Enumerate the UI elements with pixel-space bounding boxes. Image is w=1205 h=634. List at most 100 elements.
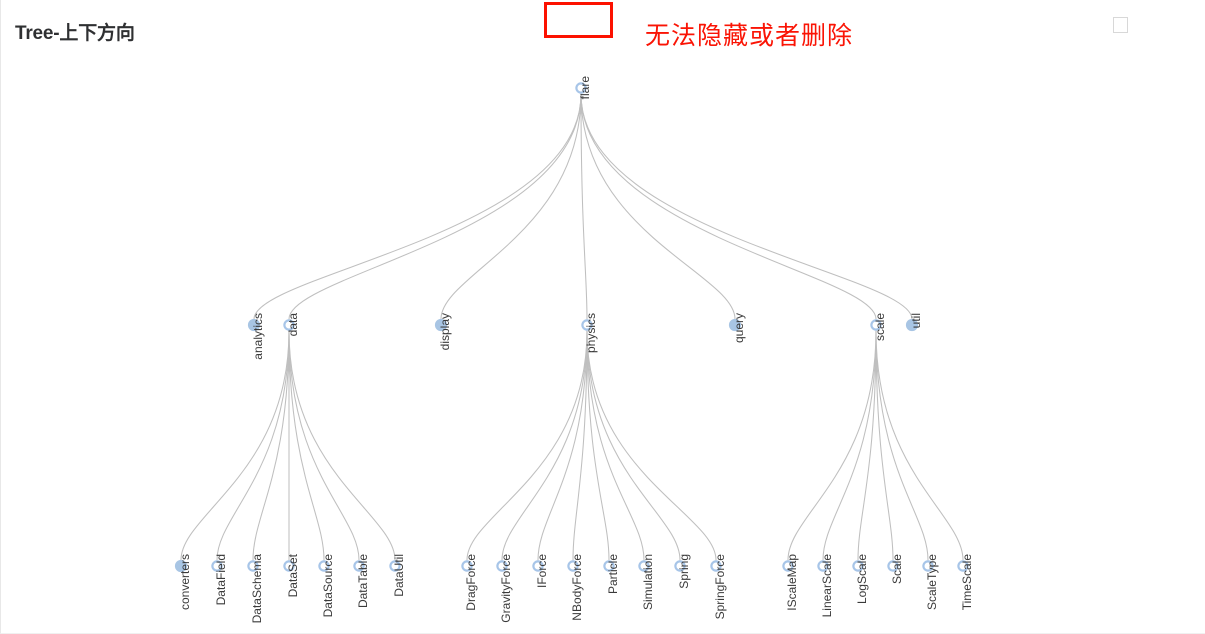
node-label: Simulation xyxy=(641,554,655,610)
node-label: DataSet xyxy=(286,553,300,597)
node-label: util xyxy=(909,313,923,328)
tree-node-DataSource[interactable]: DataSource xyxy=(318,554,335,618)
node-label: LinearScale xyxy=(820,554,834,618)
node-label: scale xyxy=(873,313,887,341)
node-dot-expanded[interactable] xyxy=(567,560,579,572)
node-dot-expanded[interactable] xyxy=(353,560,365,572)
tree-node-physics[interactable]: physics xyxy=(581,313,598,353)
tree-node-Scale[interactable]: Scale xyxy=(887,554,904,584)
tree-node-IForce[interactable]: IForce xyxy=(532,554,549,588)
tree-node-DataUtil[interactable]: DataUtil xyxy=(389,554,406,597)
tree-link xyxy=(857,330,877,561)
tree-node-data[interactable]: data xyxy=(283,313,300,337)
tree-link xyxy=(180,330,290,561)
node-label: LogScale xyxy=(855,554,869,604)
tree-link xyxy=(288,330,325,561)
node-dot-expanded[interactable] xyxy=(603,560,615,572)
node-label: query xyxy=(732,313,746,343)
tree-node-TimeScale[interactable]: TimeScale xyxy=(957,554,974,611)
node-dot-expanded[interactable] xyxy=(283,560,295,572)
tree-link xyxy=(440,93,582,320)
tree-link xyxy=(586,330,681,561)
tree-node-DataTable[interactable]: DataTable xyxy=(353,554,370,608)
node-dot-expanded[interactable] xyxy=(957,560,969,572)
tree-link xyxy=(875,330,929,561)
node-dot-expanded[interactable] xyxy=(283,319,295,331)
node-label: display xyxy=(438,313,452,350)
tree-link xyxy=(572,330,588,561)
node-label: Spring xyxy=(677,554,691,589)
tree-link xyxy=(875,330,894,561)
tree-node-NBodyForce[interactable]: NBodyForce xyxy=(567,554,584,621)
node-dot-expanded[interactable] xyxy=(922,560,934,572)
node-label: Scale xyxy=(890,554,904,584)
node-dot-collapsed[interactable] xyxy=(174,559,188,573)
node-dot-expanded[interactable] xyxy=(638,560,650,572)
node-dot-expanded[interactable] xyxy=(581,319,593,331)
tree-node-Spring[interactable]: Spring xyxy=(674,554,691,589)
tree-node-GravityForce[interactable]: GravityForce xyxy=(496,554,513,623)
tree-node-DataSchema[interactable]: DataSchema xyxy=(247,554,264,624)
tree-node-DataField[interactable]: DataField xyxy=(211,554,228,605)
tree-node-converters[interactable]: converters xyxy=(174,554,192,610)
tree-link xyxy=(288,330,360,561)
node-label: DragForce xyxy=(464,554,478,611)
node-label: TimeScale xyxy=(960,554,974,611)
tree-link xyxy=(537,330,588,561)
tree-node-LogScale[interactable]: LogScale xyxy=(852,554,869,604)
tree-node-DragForce[interactable]: DragForce xyxy=(461,554,478,611)
node-dot-expanded[interactable] xyxy=(211,560,223,572)
node-dot-expanded[interactable] xyxy=(247,560,259,572)
tree-link xyxy=(580,93,913,320)
tree-link xyxy=(580,93,736,320)
node-dot-expanded[interactable] xyxy=(532,560,544,572)
node-label: DataField xyxy=(214,554,228,605)
tree-node-DataSet[interactable]: DataSet xyxy=(283,553,300,597)
highlight-annotation-box xyxy=(544,2,1128,38)
node-dot-collapsed[interactable] xyxy=(905,318,919,332)
tree-node-display[interactable]: display xyxy=(434,313,452,350)
tree-link xyxy=(822,330,877,561)
node-dot-expanded[interactable] xyxy=(575,82,587,94)
tree-node-analytics[interactable]: analytics xyxy=(247,313,265,360)
node-dot-collapsed[interactable] xyxy=(434,318,448,332)
node-label: IScaleMap xyxy=(785,554,799,611)
tree-nodes-layer[interactable]: flare analytics data display physics query sca… xyxy=(174,76,974,624)
tree-node-ScaleType[interactable]: ScaleType xyxy=(922,554,939,610)
missing-glyph-box-icon xyxy=(1113,17,1128,33)
tree-node-util[interactable]: util xyxy=(905,313,923,332)
tree-link xyxy=(580,93,877,320)
tree-link xyxy=(253,93,582,320)
node-dot-expanded[interactable] xyxy=(496,560,508,572)
tree-node-LinearScale[interactable]: LinearScale xyxy=(817,554,834,618)
node-dot-expanded[interactable] xyxy=(674,560,686,572)
tree-node-Particle[interactable]: Particle xyxy=(603,554,620,594)
tree-link xyxy=(501,330,588,561)
node-dot-collapsed[interactable] xyxy=(247,318,261,332)
node-dot-expanded[interactable] xyxy=(782,560,794,572)
tree-node-IScaleMap[interactable]: IScaleMap xyxy=(782,554,799,611)
node-dot-expanded[interactable] xyxy=(852,560,864,572)
node-dot-expanded[interactable] xyxy=(887,560,899,572)
tree-node-scale[interactable]: scale xyxy=(870,313,887,341)
node-dot-expanded[interactable] xyxy=(870,319,882,331)
tree-node-Simulation[interactable]: Simulation xyxy=(638,554,655,610)
node-label: DataSchema xyxy=(250,554,264,624)
page-title: Tree-上下方向 xyxy=(15,23,135,44)
node-label: NBodyForce xyxy=(570,554,584,621)
node-dot-expanded[interactable] xyxy=(710,560,722,572)
tree-node-flare[interactable]: flare xyxy=(575,76,592,100)
node-dot-collapsed[interactable] xyxy=(728,318,742,332)
node-label: GravityForce xyxy=(499,554,513,623)
node-dot-expanded[interactable] xyxy=(817,560,829,572)
node-label: IForce xyxy=(535,554,549,588)
tree-node-query[interactable]: query xyxy=(728,313,746,343)
node-label: DataSource xyxy=(321,554,335,618)
node-dot-expanded[interactable] xyxy=(461,560,473,572)
node-dot-expanded[interactable] xyxy=(389,560,401,572)
node-dot-expanded[interactable] xyxy=(318,560,330,572)
tree-link xyxy=(288,330,396,561)
node-label: analytics xyxy=(251,313,265,360)
tree-node-SpringForce[interactable]: SpringForce xyxy=(710,554,727,620)
